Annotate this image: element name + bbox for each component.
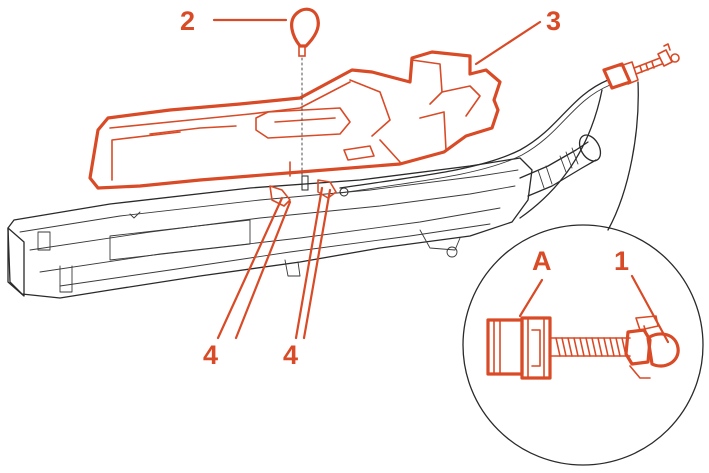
console-fasteners bbox=[269, 175, 349, 207]
callout-A: A bbox=[532, 246, 552, 276]
callout-2: 2 bbox=[180, 6, 195, 36]
detail-view bbox=[462, 224, 704, 466]
gear-selector-cable-adjuster bbox=[549, 315, 680, 379]
leader-lines bbox=[212, 18, 542, 340]
center-console bbox=[88, 50, 502, 190]
callout-4-left: 4 bbox=[203, 340, 218, 370]
selector-cable bbox=[339, 79, 611, 194]
gear-knob bbox=[290, 7, 320, 191]
callout-3: 3 bbox=[546, 6, 561, 36]
floor-tunnel bbox=[7, 157, 533, 299]
cable-end-fitting bbox=[486, 316, 552, 380]
cable-adjuster-top bbox=[602, 43, 680, 90]
zoom-connector bbox=[519, 81, 639, 231]
filler-neck bbox=[519, 134, 602, 197]
callout-1: 1 bbox=[614, 246, 629, 276]
callout-4-right: 4 bbox=[283, 340, 298, 370]
